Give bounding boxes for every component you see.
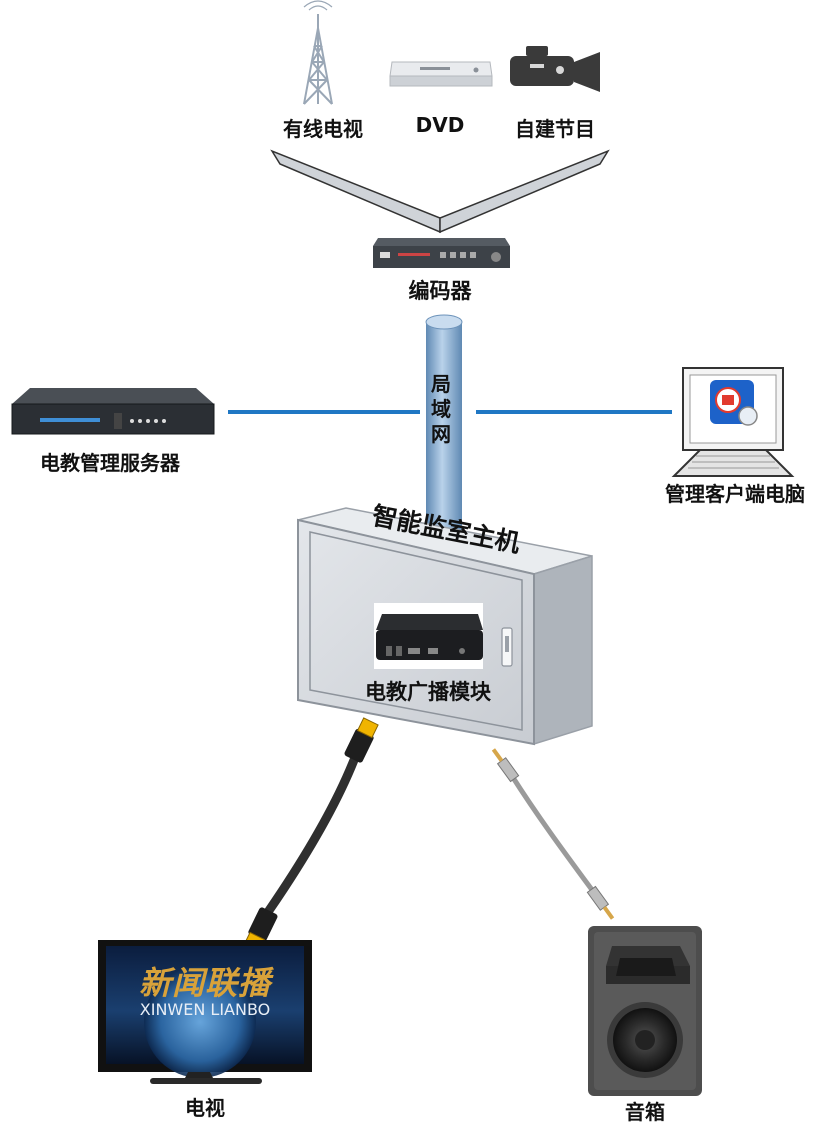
hdmi-cable-icon xyxy=(243,717,379,953)
lan-pipe xyxy=(425,314,463,544)
tv-screen-subtitle: XINWEN LIANBO xyxy=(139,1000,271,1019)
encoder-label: 编码器 xyxy=(408,279,472,303)
tv-screen-title: 新闻联播 xyxy=(138,964,271,998)
video-camera-icon xyxy=(510,46,600,92)
speaker-icon xyxy=(588,926,702,1096)
tv-label: 电视 xyxy=(185,1096,225,1120)
server-rack-icon xyxy=(11,388,215,435)
cable-tv-label: 有线电视 xyxy=(283,117,363,141)
audio-cable-icon xyxy=(491,748,615,920)
encoder-device-icon xyxy=(373,238,510,268)
speaker-label: 音箱 xyxy=(625,1100,665,1124)
self-made-label: 自建节目 xyxy=(515,117,595,141)
tv-icon xyxy=(98,940,312,1084)
client-computer-icon xyxy=(671,367,795,477)
source-funnel xyxy=(270,149,610,234)
broadcast-module-icon xyxy=(374,603,483,669)
dvd-label: DVD xyxy=(415,113,465,137)
lan-label: 局域网 xyxy=(431,372,451,446)
client-label: 管理客户端电脑 xyxy=(665,482,805,506)
module-label: 电教广播模块 xyxy=(365,680,491,704)
antenna-tower-icon xyxy=(303,0,333,105)
dvd-player-icon xyxy=(389,61,493,87)
server-label: 电教管理服务器 xyxy=(40,451,180,475)
